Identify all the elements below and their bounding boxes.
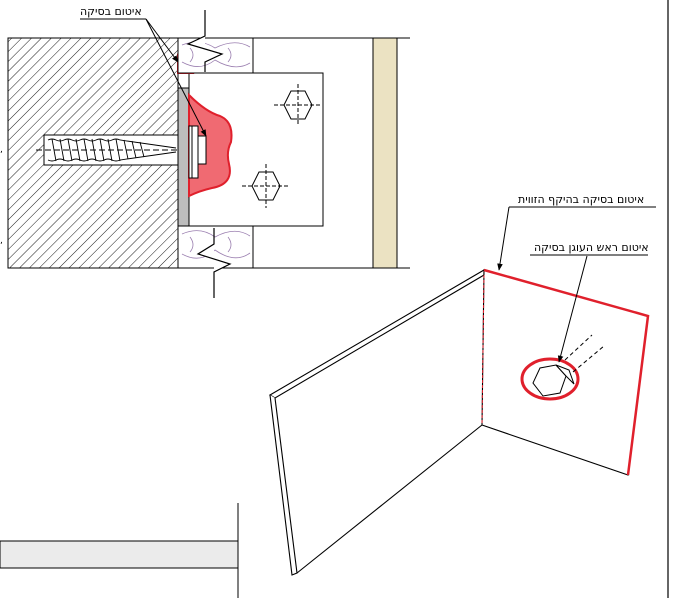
break-line-top [186,10,224,72]
screw-head-iso [532,364,575,397]
svg-text:,: , [0,236,3,246]
partial-section-bottom [0,503,239,598]
label-sealant-top: איטום בסיקה [80,5,207,137]
sealant-perimeter-line [483,268,650,476]
hex-bolt-upper [274,84,322,126]
iso-angle-detail [268,268,650,576]
label-sealant-screw-head: איטום ראש העוגן בסיקה [530,241,649,363]
angle-left-leg [268,269,485,399]
wood-panel [372,37,398,269]
insulation-lower [177,225,254,269]
anchor-screw [36,138,230,162]
label-sealant-perimeter-text: איטום בסיקה בהיקף הזווית [518,193,644,206]
sealant-blob-screw [188,92,233,198]
label-sealant-top-text: איטום בסיקה [80,5,142,18]
svg-text:,: , [0,145,3,155]
break-line-bottom [196,228,232,298]
label-sealant-screw-head-text: איטום ראש העוגן בסיקה [534,241,649,254]
hex-bolt-lower [242,164,290,208]
section-detail [7,10,410,298]
base-plate [177,87,190,227]
label-sealant-perimeter: איטום בסיקה בהיקף הזווית [497,193,656,271]
